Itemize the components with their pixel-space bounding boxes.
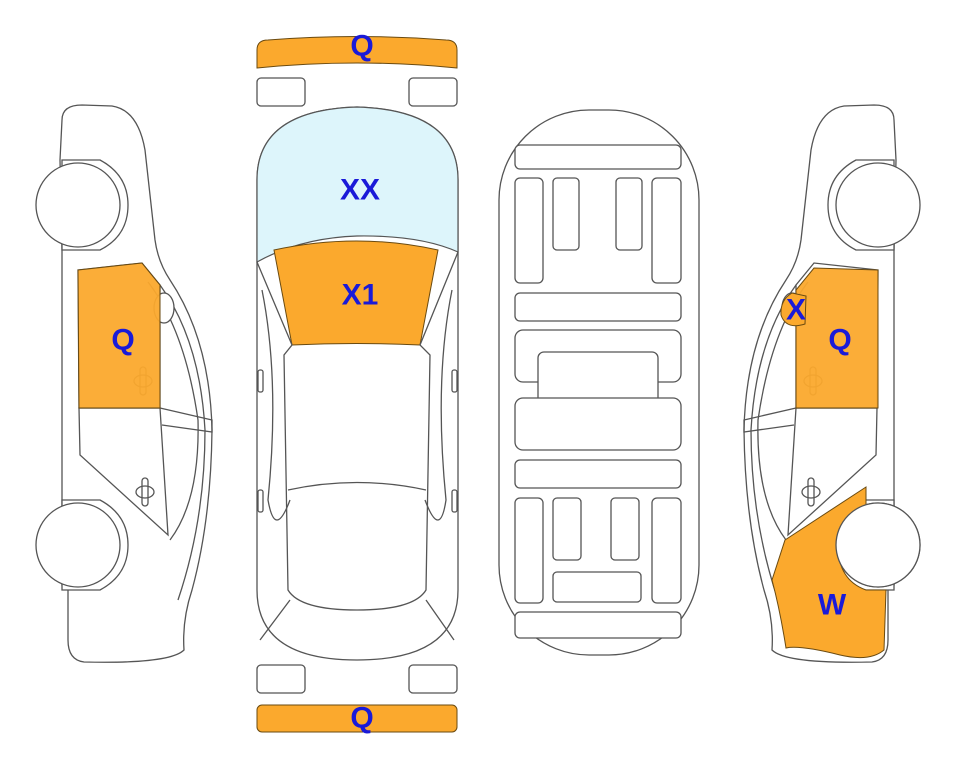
front-bumper-damage[interactable] (256, 36, 458, 69)
windshield-area[interactable] (256, 106, 459, 264)
left-front-door-label: Q (111, 324, 134, 357)
rear-bumper-label: Q (350, 702, 373, 735)
rear-left-light (256, 664, 306, 694)
rear-bumper-damage[interactable] (256, 704, 458, 733)
hood-label: X1 (342, 279, 379, 312)
front-right-light (408, 77, 458, 107)
left-front-door-damage[interactable] (77, 262, 161, 409)
right-front-door-label: Q (828, 324, 851, 357)
right-mirror-label: X (786, 294, 806, 327)
left-side-view: Q (35, 104, 213, 663)
underside-view (498, 109, 700, 656)
right-rear-quarter-label: W (818, 589, 847, 622)
top-view: Q XX X1 Q (256, 30, 459, 735)
front-bumper-label: Q (350, 30, 373, 63)
right-front-door-damage[interactable] (795, 267, 879, 409)
rear-right-light (408, 664, 458, 694)
front-left-light (256, 77, 306, 107)
right-mirror-damage[interactable] (780, 292, 807, 327)
hood-damage[interactable] (273, 240, 439, 346)
windshield-label: XX (340, 174, 380, 207)
right-side-view: X Q W (743, 104, 921, 663)
